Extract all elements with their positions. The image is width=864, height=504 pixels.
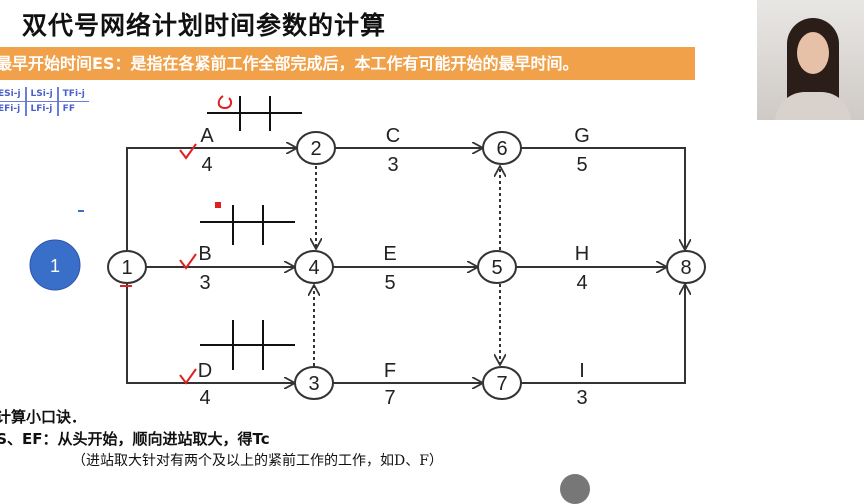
edge-A	[126, 148, 297, 250]
node-5	[477, 250, 517, 284]
legend-ls: LSi-j	[24, 87, 58, 102]
tips-heading: 计算小口诀．	[0, 408, 87, 426]
node-7	[482, 366, 522, 400]
activity-name: A	[200, 125, 214, 147]
number-badge	[29, 239, 81, 291]
slide-title: 双代号网络计划时间参数的计算	[22, 11, 387, 40]
activity-duration: 5	[576, 154, 587, 176]
activity-duration: 5	[384, 272, 395, 294]
node-label: 1	[121, 257, 132, 279]
activity-duration: 4	[199, 387, 210, 409]
activity-duration: 3	[576, 387, 587, 409]
node-3	[294, 366, 334, 400]
activity-name: C	[386, 125, 400, 147]
node-label: 4	[308, 257, 319, 279]
calculation-tips: 计算小口诀． ES、EF：从头开始，顺向进站取大，得Tc （进站取大针对有两个及…	[0, 406, 443, 472]
activity-duration: 3	[387, 154, 398, 176]
edge-G	[521, 147, 685, 250]
activity-name: B	[198, 243, 211, 265]
definition-banner: 最早开始时间ES：是指在各紧前工作全部完成后，本工作有可能开始的最早时间。	[0, 47, 695, 80]
activity-name: G	[574, 125, 590, 147]
edge-I	[521, 284, 685, 384]
handwritten-grids	[200, 96, 302, 370]
node-label: 2	[310, 138, 321, 160]
node-2	[296, 131, 336, 165]
activity-name: I	[579, 360, 585, 382]
tips-rule: ES、EF：从头开始，顺向进站取大，得Tc	[0, 430, 270, 448]
number-badge-label: 1	[50, 256, 60, 276]
activity-duration: 7	[384, 387, 395, 409]
node-label: 6	[496, 138, 507, 160]
legend-es: ESi-j	[0, 87, 26, 102]
red-check-marks	[120, 95, 233, 385]
activity-duration: 4	[201, 154, 212, 176]
activity-name: E	[383, 243, 396, 265]
activity-duration: 3	[199, 272, 210, 294]
activity-duration: 4	[576, 272, 587, 294]
node-4	[294, 250, 334, 284]
node-1	[107, 250, 147, 284]
network-diagram: 1 2 3 4 5 6 7 8 A 4 B 3 D 4 C 3 E 5 F 7 …	[29, 95, 706, 409]
node-label: 7	[496, 373, 507, 395]
floating-button[interactable]	[560, 474, 590, 504]
edge-D	[126, 284, 295, 383]
node-6	[482, 131, 522, 165]
legend-tf: TFi-j	[56, 87, 89, 102]
node-8	[666, 250, 706, 284]
tips-note: （进站取大针对有两个及以上的紧前工作的工作，如D、F）	[72, 453, 443, 469]
red-dot	[215, 202, 221, 208]
node-label: 5	[491, 257, 502, 279]
node-label: 3	[308, 373, 319, 395]
activity-name: H	[575, 243, 589, 265]
legend-lf: LFi-j	[24, 101, 58, 116]
legend-ff: FF	[56, 101, 89, 116]
node-label: 8	[680, 257, 691, 279]
activity-name: F	[384, 360, 396, 382]
activity-name: D	[198, 360, 212, 382]
legend-ef: EFi-j	[0, 104, 21, 114]
presenter-webcam	[757, 0, 864, 120]
